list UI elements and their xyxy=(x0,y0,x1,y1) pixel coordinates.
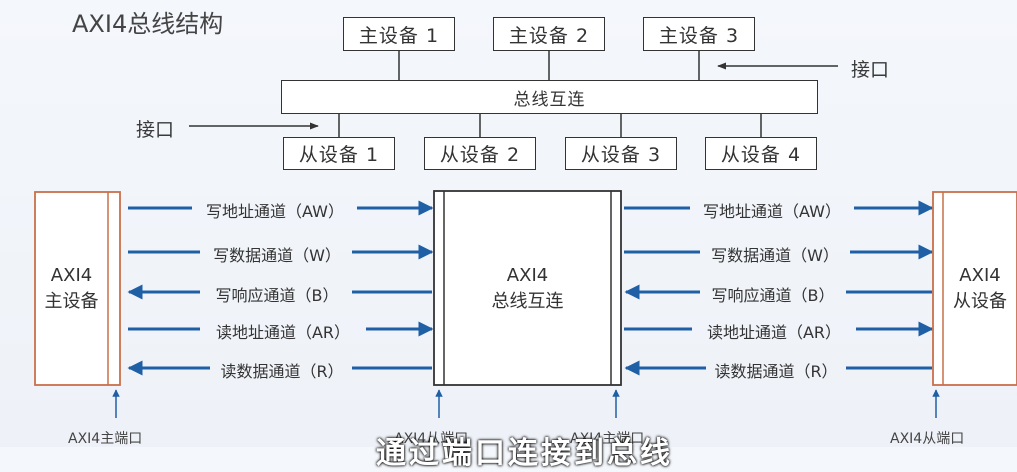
channel-label-aw-right: 写地址通道（AW） xyxy=(703,202,841,221)
channel-label-aw-left: 写地址通道（AW） xyxy=(206,202,344,221)
slave-device-3: 从设备 3 xyxy=(565,137,677,170)
interface-label-left: 接口 xyxy=(136,119,175,141)
master-device-1: 主设备 1 xyxy=(343,17,455,51)
channel-label-b-left: 写响应通道（B） xyxy=(215,286,339,305)
slave-device-1: 从设备 1 xyxy=(283,137,395,170)
page-title: AXI4总线结构 xyxy=(72,10,224,38)
channel-label-w-right: 写数据通道（W） xyxy=(711,246,839,265)
channel-label-b-right: 写响应通道（B） xyxy=(711,286,835,305)
axi4-interconnect-label: AXI4 总线互连 xyxy=(491,265,564,312)
axi4-slave-label: AXI4 从设备 xyxy=(953,265,1007,312)
master-device-3: 主设备 3 xyxy=(643,17,755,51)
diagram-lines xyxy=(34,50,1017,418)
channel-label-ar-left: 读地址通道（AR） xyxy=(215,323,351,342)
interface-label-right: 接口 xyxy=(851,59,890,81)
port-label-center-left: AXI4从端口 xyxy=(394,431,469,447)
axi4-master-label: AXI4 主设备 xyxy=(44,265,99,312)
slave-device-2: 从设备 2 xyxy=(424,137,536,170)
port-label-slave: AXI4从端口 xyxy=(890,431,965,447)
channel-label-r-left: 读数据通道（R） xyxy=(220,362,344,381)
bus-interconnect: 总线互连 xyxy=(281,80,818,114)
channel-label-ar-right: 读地址通道（AR） xyxy=(706,323,842,342)
port-label-center-right: AXI4主端口 xyxy=(570,431,645,447)
slave-device-4: 从设备 4 xyxy=(705,137,817,170)
master-device-2: 主设备 2 xyxy=(493,17,605,51)
channel-label-w-left: 写数据通道（W） xyxy=(213,246,341,265)
port-label-master: AXI4主端口 xyxy=(68,431,143,447)
video-subtitle: 通过端口连接到总线 xyxy=(376,436,673,471)
channel-label-r-right: 读数据通道（R） xyxy=(714,362,838,381)
